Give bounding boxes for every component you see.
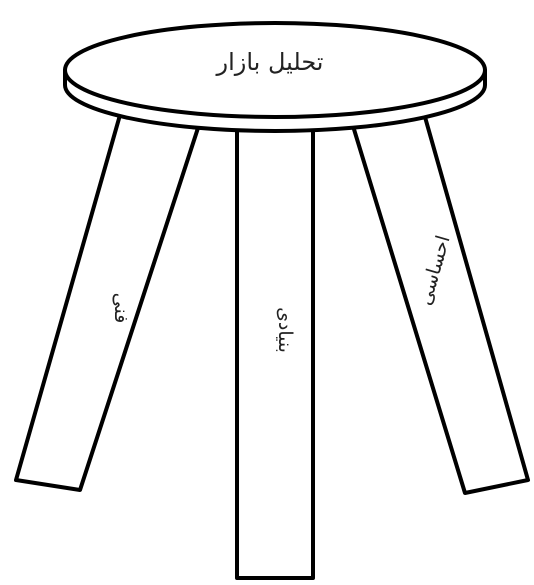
left-leg bbox=[16, 115, 198, 490]
seat-label: تحلیل بازار bbox=[215, 48, 323, 76]
center-leg-label: بنیادی bbox=[274, 307, 296, 353]
left-leg-label: فنی bbox=[110, 293, 132, 324]
seat bbox=[65, 23, 485, 131]
center-leg bbox=[237, 128, 313, 578]
legs bbox=[16, 115, 528, 578]
right-leg bbox=[353, 117, 528, 493]
